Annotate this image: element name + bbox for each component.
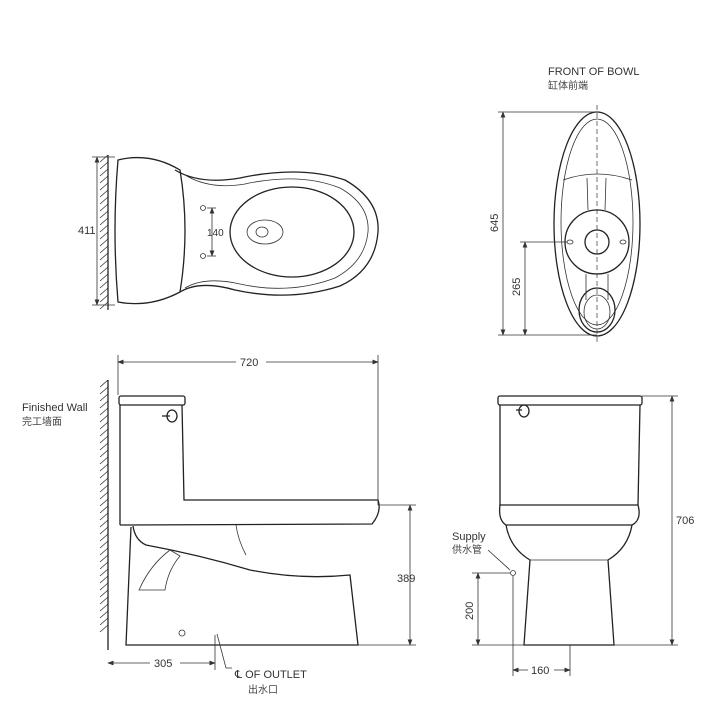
- hatch-line: [99, 231, 109, 240]
- front-of-bowl-label-cn: 缸体前端: [548, 79, 588, 92]
- supply-label-cn: 供水管: [452, 543, 482, 556]
- hatch-line: [99, 603, 109, 612]
- outlet-label-cn: 出水口: [248, 683, 278, 696]
- hatch-line: [99, 596, 109, 605]
- supply-point: [510, 570, 516, 576]
- seat-hole: [200, 205, 206, 211]
- hatch-line: [99, 456, 109, 465]
- hatch-line: [99, 161, 109, 170]
- tank-lid-front: [497, 395, 643, 406]
- dim-305-label: 305: [154, 658, 172, 670]
- dim-160-label: 160: [531, 665, 549, 677]
- supply-label: Supply: [452, 531, 486, 543]
- hatch-line: [99, 519, 109, 528]
- hatch-line: [99, 554, 109, 563]
- base-side: [125, 525, 359, 646]
- hatch-line: [99, 379, 109, 388]
- dim-645-label: 645: [489, 214, 501, 232]
- hatch-line: [99, 512, 109, 521]
- hatch-line: [99, 301, 109, 310]
- dim-265-label: 265: [511, 278, 523, 296]
- hatch-line: [99, 533, 109, 542]
- hatch-line: [99, 245, 109, 254]
- bowl-rim-top: [229, 186, 355, 278]
- hatch-line: [99, 449, 109, 458]
- hatch-line: [99, 624, 109, 633]
- tank-lid-side: [118, 395, 186, 406]
- hatch-line: [99, 217, 109, 226]
- dim-200-label: 200: [464, 602, 476, 620]
- drain-hole: [255, 226, 269, 238]
- hatch-line: [99, 259, 109, 268]
- hatch-line: [99, 491, 109, 500]
- hatch-line: [99, 414, 109, 423]
- hatch-line: [99, 175, 109, 184]
- front-view: 706 Supply 供水管 200 160: [452, 395, 694, 677]
- hatch-line: [99, 470, 109, 479]
- hatch-line: [99, 589, 109, 598]
- front-of-bowl-label: FRONT OF BOWL: [548, 66, 639, 78]
- hatch-line: [99, 463, 109, 472]
- hatch-line: [99, 435, 109, 444]
- finished-wall-label-cn: 完工墙面: [22, 415, 62, 428]
- hatch-line: [99, 287, 109, 296]
- hatch-line: [99, 428, 109, 437]
- hatch-line: [99, 498, 109, 507]
- hatch-line: [99, 224, 109, 233]
- hatch-line: [99, 400, 109, 409]
- hatch-line: [99, 154, 109, 163]
- hatch-line: [99, 280, 109, 289]
- hatch-line: [99, 252, 109, 261]
- hatch-line: [99, 477, 109, 486]
- wall-hatch-top: [99, 154, 109, 310]
- hatch-line: [99, 505, 109, 514]
- wall-hatch-side: [99, 379, 109, 633]
- bowl-front: [505, 524, 633, 646]
- tank-top: [114, 156, 186, 305]
- hatch-line: [99, 196, 109, 205]
- bowl-outline-top: [174, 169, 379, 296]
- hatch-line: [99, 421, 109, 430]
- hatch-line: [99, 294, 109, 303]
- top-view: 411 140: [78, 154, 379, 310]
- dim-720-label: 720: [240, 357, 258, 369]
- flush-lever-front: [516, 404, 530, 418]
- hatch-line: [99, 168, 109, 177]
- dim-140-label: 140: [207, 228, 224, 239]
- hatch-line: [99, 238, 109, 247]
- hatch-line: [99, 582, 109, 591]
- hatch-line: [99, 442, 109, 451]
- hatch-line: [99, 393, 109, 402]
- hatch-line: [99, 407, 109, 416]
- flush-lever-side: [162, 409, 178, 423]
- hatch-line: [99, 266, 109, 275]
- hatch-line: [99, 561, 109, 570]
- dim-411-label: 411: [78, 225, 96, 237]
- dim-389-label: 389: [397, 573, 415, 585]
- hatch-line: [99, 182, 109, 191]
- hatch-line: [99, 484, 109, 493]
- hatch-line: [99, 610, 109, 619]
- seat-front: [498, 504, 640, 526]
- hatch-line: [99, 568, 109, 577]
- hatch-line: [99, 526, 109, 535]
- hatch-line: [99, 210, 109, 219]
- footprint-view: FRONT OF BOWL 缸体前端 645 265: [489, 66, 641, 342]
- dim-706-label: 706: [676, 515, 694, 527]
- seat-hole: [200, 253, 206, 259]
- hatch-line: [99, 203, 109, 212]
- hatch-line: [99, 547, 109, 556]
- hatch-line: [99, 386, 109, 395]
- finished-wall-label: Finished Wall: [22, 402, 88, 414]
- hatch-line: [99, 617, 109, 626]
- hatch-line: [99, 273, 109, 282]
- side-view: Finished Wall 完工墙面 720 389 305 ℄ OF OUTL…: [22, 354, 416, 696]
- outlet-label: ℄ OF OUTLET: [234, 669, 307, 681]
- hatch-line: [99, 189, 109, 198]
- hatch-line: [99, 575, 109, 584]
- hatch-line: [99, 540, 109, 549]
- bolt-cap: [178, 629, 186, 637]
